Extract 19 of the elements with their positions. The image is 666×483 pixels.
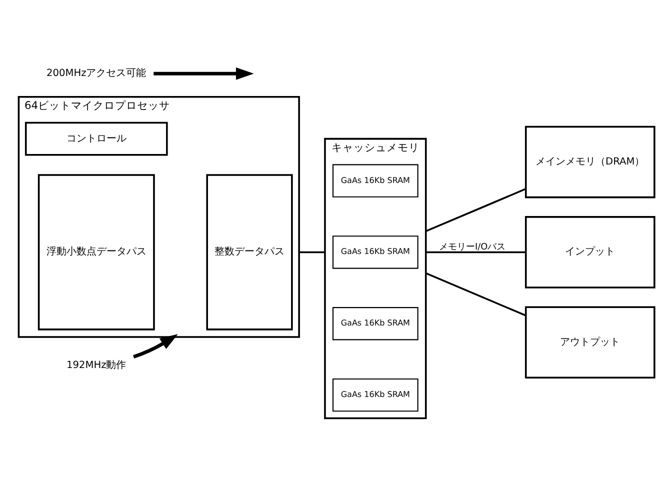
node-box: GaAs 16Kb SRAM: [332, 378, 418, 412]
node-box: GaAs 16Kb SRAM: [332, 164, 418, 198]
node-text: 192MHz動作: [66, 360, 126, 372]
node-box: 整数データパス: [206, 174, 293, 330]
node-text: 200MHzアクセス可能: [46, 68, 146, 80]
node-box: アウトプット: [524, 306, 656, 379]
arrow: [154, 67, 254, 80]
node-box: 浮動小数点データパス: [38, 174, 155, 330]
node-box: GaAs 16Kb SRAM: [332, 307, 418, 340]
connector: [426, 272, 526, 316]
node-box: メインメモリ（DRAM）: [524, 126, 656, 198]
connector: [299, 251, 325, 254]
arrow: [133, 334, 178, 358]
node-box: インプット: [524, 216, 656, 288]
edge-label: メモリーI/Oバス: [438, 242, 506, 253]
node-box: コントロール: [24, 122, 168, 156]
connector: [426, 188, 526, 232]
connector: [426, 251, 526, 254]
node-box: GaAs 16Kb SRAM: [332, 236, 418, 269]
